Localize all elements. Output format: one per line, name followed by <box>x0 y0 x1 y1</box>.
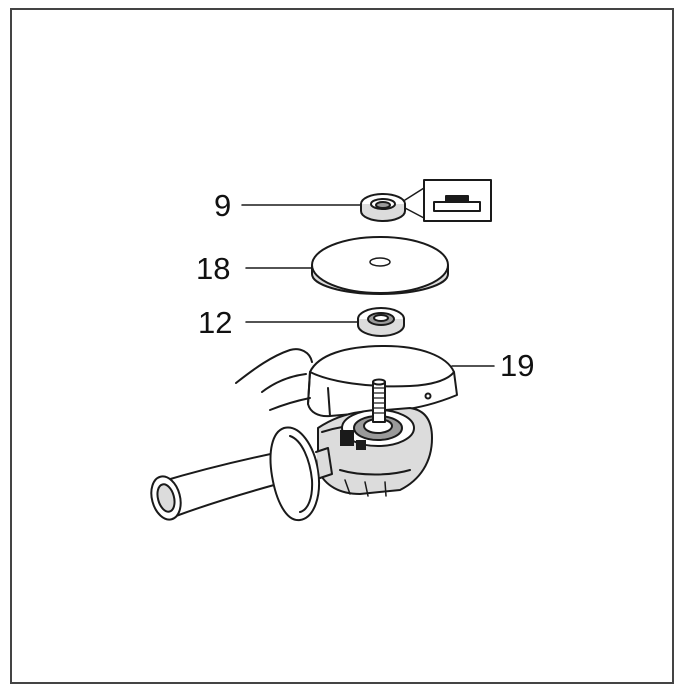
lock-nut <box>360 193 406 222</box>
inner-flange <box>357 307 405 337</box>
callout-label-guard: 19 <box>500 348 535 383</box>
callout-label-wheel: 18 <box>196 251 231 286</box>
side-handle <box>150 426 333 522</box>
lock-nut-detail-icon <box>404 179 492 222</box>
callout-label-nut: 9 <box>214 188 232 223</box>
spindle <box>372 378 386 423</box>
callout-label-inner-flange: 12 <box>198 305 233 340</box>
grinding-wheel <box>311 236 449 295</box>
diagram-frame <box>10 8 674 684</box>
